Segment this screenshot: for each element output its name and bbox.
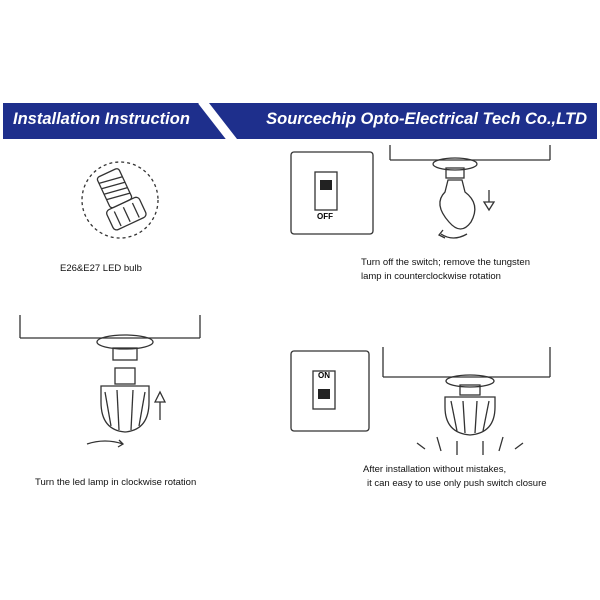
step-remove-panel: OFF Turn off the switch; remove the tung…	[285, 140, 585, 285]
switch-on-illustration	[290, 347, 551, 455]
install-caption: Turn the led lamp in clockwise rotation	[35, 477, 197, 488]
remove-caption-line1: Turn off the switch; remove the tungsten	[361, 257, 530, 268]
banner-background	[3, 103, 597, 139]
led-bulb-illustration	[81, 161, 159, 239]
bulb-caption: E26&E27 LED bulb	[60, 263, 142, 274]
header-banner: Installation Instruction Sourcechip Opto…	[3, 103, 597, 139]
company-name: Sourcechip Opto-Electrical Tech Co.,LTD	[266, 110, 587, 128]
closure-caption-line1: After installation without mistakes,	[363, 464, 507, 475]
off-label: OFF	[317, 212, 333, 221]
step-bulb-panel: E26&E27 LED bulb	[60, 150, 220, 280]
banner-left-title: Installation Instruction	[13, 110, 190, 128]
step-closure-panel: ON After installation without mistakes, …	[285, 345, 595, 495]
remove-caption-line2: lamp in counterclockwise rotation	[361, 271, 501, 282]
install-lamp-illustration	[19, 315, 201, 448]
on-label: ON	[318, 371, 330, 380]
step-install-panel: Turn the led lamp in clockwise rotation	[15, 310, 265, 490]
closure-caption-line2: it can easy to use only push switch clos…	[367, 478, 547, 489]
remove-lamp-illustration	[290, 145, 551, 239]
